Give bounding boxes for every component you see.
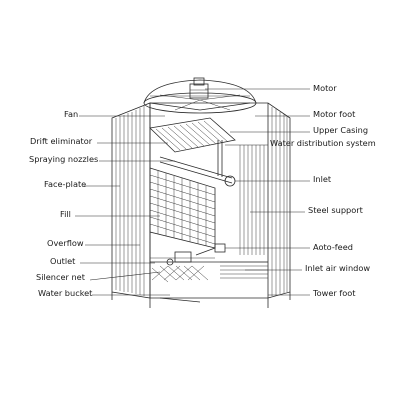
water-distribution-pipe xyxy=(159,140,236,187)
label-fan: Fan xyxy=(64,109,78,119)
label-steel-support: Steel support xyxy=(308,205,364,215)
label-tower-foot: Tower foot xyxy=(312,288,356,298)
tower-body xyxy=(111,102,291,299)
leader-lines-right xyxy=(205,88,310,296)
label-upper-casing: Upper Casing xyxy=(313,125,368,135)
label-face-plate: Face-plate xyxy=(44,179,86,189)
label-outlet: Outlet xyxy=(50,256,76,266)
leader-lines-left xyxy=(75,115,175,296)
label-motor-foot: Motor foot xyxy=(313,109,356,119)
right-panel-hatching xyxy=(239,107,288,296)
label-water-distribution-system: Water distribution system xyxy=(270,138,376,148)
labels-right: Motor Motor foot Upper Casing Water dist… xyxy=(270,83,376,298)
labels-left: Fan Drift eliminator Spraying nozzles Fa… xyxy=(29,109,98,298)
label-overflow: Overflow xyxy=(47,238,84,248)
label-drift-eliminator: Drift eliminator xyxy=(30,136,93,146)
left-panel-hatching xyxy=(115,106,145,296)
label-motor: Motor xyxy=(313,83,337,93)
label-fill: Fill xyxy=(60,209,71,219)
label-silencer-net: Silencer net xyxy=(36,272,86,282)
fill-block xyxy=(149,167,216,249)
label-spraying-nozzles: Spraying nozzles xyxy=(29,154,98,164)
basin xyxy=(111,243,291,308)
label-inlet: Inlet xyxy=(313,174,332,184)
label-inlet-air-window: Inlet air window xyxy=(305,263,370,273)
label-water-bucket: Water bucket xyxy=(38,288,93,298)
drift-eliminator-block xyxy=(149,117,236,153)
fan-assembly xyxy=(143,77,257,114)
label-auto-feed: Aoto-feed xyxy=(313,242,353,252)
